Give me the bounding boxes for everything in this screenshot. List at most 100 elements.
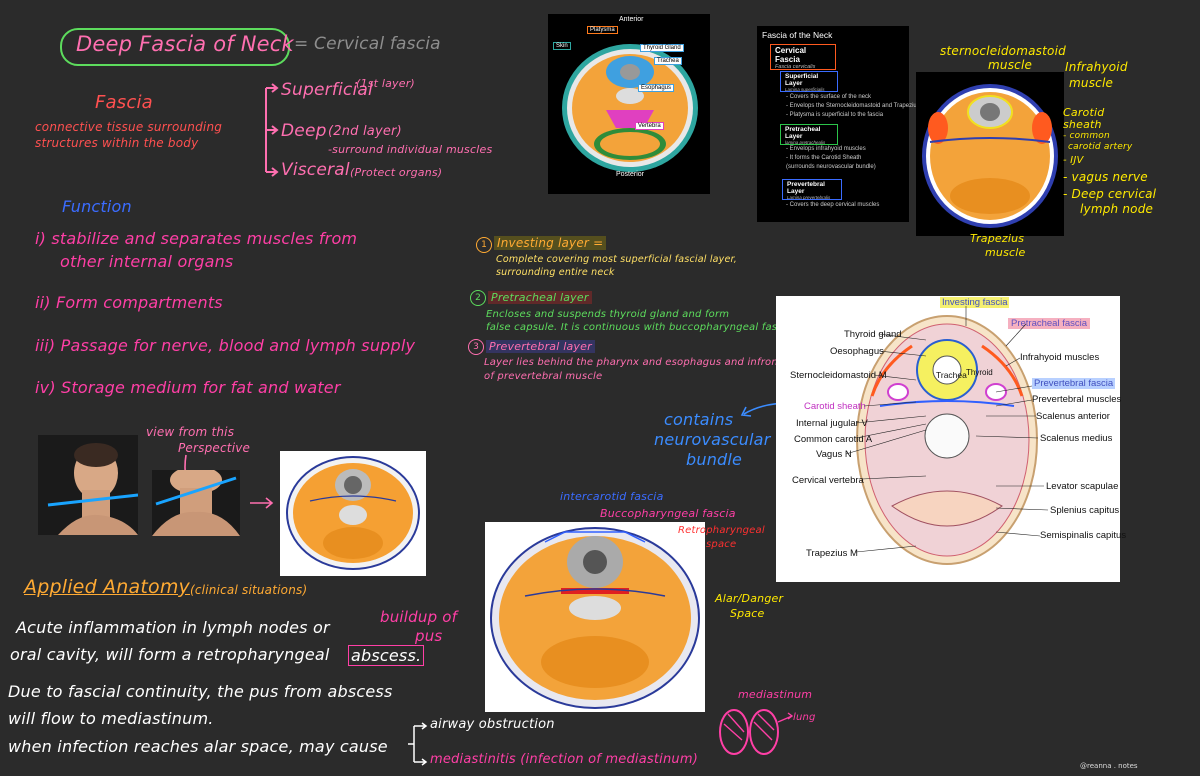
investing-fascia-label: Investing fascia: [940, 297, 1010, 308]
fascia-definition-1: connective tissue surrounding: [35, 120, 223, 134]
scm-annotation-2: muscle: [988, 58, 1033, 72]
applied-line-2b: abscess.: [348, 645, 425, 666]
cervical-fascia-latin: Fascia cervicalis: [775, 64, 816, 70]
layer1-desc-1: Complete covering most superficial fasci…: [496, 254, 738, 265]
top-anterior: Anterior: [619, 16, 644, 23]
pretracheal-layer-box: Pretracheal Layer lamina pretrachealis: [780, 124, 838, 145]
applied-line-3: Due to fascial continuity, the pus from …: [8, 682, 393, 701]
superficial-layer-box: Superficial Layer Lamina superficialis: [780, 71, 838, 92]
prevertebral-bullets: - Covers the deep cervical muscles: [786, 201, 879, 210]
layer1-desc-2: surrounding entire neck: [496, 267, 615, 278]
alar-space-label-2: Space: [730, 607, 765, 620]
superficial-bullets: - Covers the surface of the neck - Envel…: [786, 93, 920, 120]
pre-bullet-2: - It forms the Carotid Sheath: [786, 155, 862, 161]
mediastinum-label: mediastinum: [738, 688, 813, 701]
carotid-annotation-1: Carotid: [1063, 106, 1105, 119]
infrahyoid-annotation-2: muscle: [1069, 76, 1114, 90]
top-trachea: Trachea: [654, 57, 682, 65]
infrahyoid-label: Infrahyoid muscles: [1020, 352, 1100, 363]
cca-annotation-1: - common: [1063, 131, 1110, 141]
lymph-annotation-1: - Deep cervical: [1063, 187, 1157, 201]
layer2-number: 2: [470, 290, 486, 306]
type-superficial-note: (1st layer): [356, 77, 415, 90]
vagus-annotation: - vagus nerve: [1063, 170, 1148, 184]
function-iv: iv) Storage medium for fat and water: [35, 378, 341, 397]
fascia-word: Fascia: [95, 92, 153, 113]
trapezius-label: Trapezius M: [806, 548, 858, 559]
top-thyroid: Thyroid Gland: [640, 44, 684, 52]
applied-line-2a: oral cavity, will form a retropharyngeal: [10, 645, 330, 664]
prevertebral-layer-latin: Lamina prevertebralis: [787, 195, 831, 200]
alar-space-label-1: Alar/Danger: [715, 592, 784, 605]
pretracheal-layer-label: Pretracheal Layer: [785, 126, 821, 140]
types-bracket: [265, 83, 279, 177]
function-heading: Function: [62, 197, 132, 216]
mediastinitis-note: mediastinitis (infection of mediastinum): [430, 752, 698, 767]
labeled-section-drawing: [856, 315, 1038, 565]
airway-obstruction: airway obstruction: [430, 717, 555, 732]
oesophagus-label: Oesophagus: [830, 346, 884, 357]
bottom-section-diagram: [485, 522, 705, 712]
layer3-desc-2: of prevertebral muscle: [484, 371, 603, 382]
function-i-1: i) stabilize and separates muscles from: [35, 229, 358, 248]
fascia-definition-2: structures within the body: [35, 136, 199, 150]
cervical-fascia-box: Cervical Fascia Fascia cervicalis: [770, 44, 836, 70]
page-title: Deep Fascia of Neck: [76, 32, 294, 56]
fascia-panel-title: Fascia of the Neck: [762, 30, 833, 40]
pretracheal-layer-latin: lamina pretrachealis: [785, 140, 826, 145]
contains-2: neurovascular: [654, 430, 771, 449]
type-superficial: Superficial: [281, 80, 373, 100]
labeled-leader-lines: [845, 306, 1049, 553]
superficial-layer-label: Superficial Layer: [785, 73, 819, 87]
lung-label: lung: [793, 712, 816, 723]
sup-bullet-1: - Covers the surface of the neck: [786, 94, 872, 100]
prevertebral-muscles-label: Prevertebral muscles: [1032, 394, 1122, 405]
neck-section-small: [280, 451, 426, 576]
buildup-note-2: pus: [415, 627, 443, 645]
ijv-label: Internal jugular V: [796, 418, 868, 429]
layer2-desc-2: false capsule. It is continuous with buc…: [486, 322, 793, 333]
layer3-title: Prevertebral layer: [486, 340, 595, 353]
layer3-desc-1: Layer lies behind the pharynx and esopha…: [484, 357, 782, 368]
type-visceral-note: (Protect organs): [350, 166, 443, 179]
top-platysma: Platysma: [587, 26, 618, 34]
layer1-title: Investing layer =: [494, 236, 607, 250]
top-section-diagram: [548, 14, 710, 194]
prevertebral-fascia-label: Prevertebral fascia: [1032, 378, 1116, 389]
lymph-annotation-2: lymph node: [1080, 202, 1154, 216]
splenius-label: Splenius capitus: [1050, 505, 1120, 516]
contains-1: contains: [664, 410, 734, 429]
layer2-desc-1: Encloses and suspends thyroid gland and …: [486, 309, 730, 320]
pre-bullet-3: (surrounds neurovascular bundle): [786, 164, 876, 170]
type-deep-note-2: -surround individual muscles: [328, 143, 493, 156]
infrahyoid-annotation-1: Infrahyoid: [1065, 60, 1128, 74]
function-i-2: other internal organs: [60, 252, 234, 271]
prevertebral-layer-box: Prevertebral Layer Lamina prevertebralis: [782, 179, 842, 200]
thyroid-small-label: Thyroid: [966, 368, 993, 377]
trapezius-annotation-2: muscle: [985, 246, 1026, 259]
footer-credit: @reanna . notes: [1080, 762, 1138, 770]
vagus-label: Vagus N: [816, 449, 852, 460]
ijv-annotation: - IJV: [1063, 155, 1084, 166]
cervical-vertebra-label: Cervical vertebra: [792, 475, 864, 486]
carotid-sheath-label: Carotid sheath: [804, 401, 866, 412]
layer2-title: Pretracheal layer: [488, 291, 592, 304]
cause-bracket: [408, 722, 428, 766]
pre-bullet-1: - Envelops infrahyoid muscles: [786, 146, 866, 152]
head-image-1: [38, 435, 138, 535]
intercarotid-label: intercarotid fascia: [560, 490, 664, 503]
top-right-diagram: [916, 72, 1064, 236]
applied-line-5: when infection reaches alar space, may c…: [8, 737, 388, 756]
type-deep: Deep: [281, 121, 327, 141]
pretracheal-bullets: - Envelops infrahyoid muscles - It forms…: [786, 145, 876, 172]
applied-heading: Applied Anatomy: [24, 576, 190, 598]
buildup-note-1: buildup of: [380, 608, 458, 626]
function-ii: ii) Form compartments: [35, 293, 223, 312]
arrow-to-section: [250, 497, 274, 509]
sup-bullet-3: - Platysma is superficial to the fascia: [786, 112, 884, 118]
superficial-layer-latin: Lamina superficialis: [785, 87, 825, 92]
buccopharyngeal-label: Buccopharyngeal fascia: [600, 507, 736, 520]
view-note-1: view from this: [146, 425, 235, 439]
scm-annotation-1: sternocleidomastoid: [940, 44, 1066, 58]
top-vertebra: Vertebra: [635, 122, 664, 130]
